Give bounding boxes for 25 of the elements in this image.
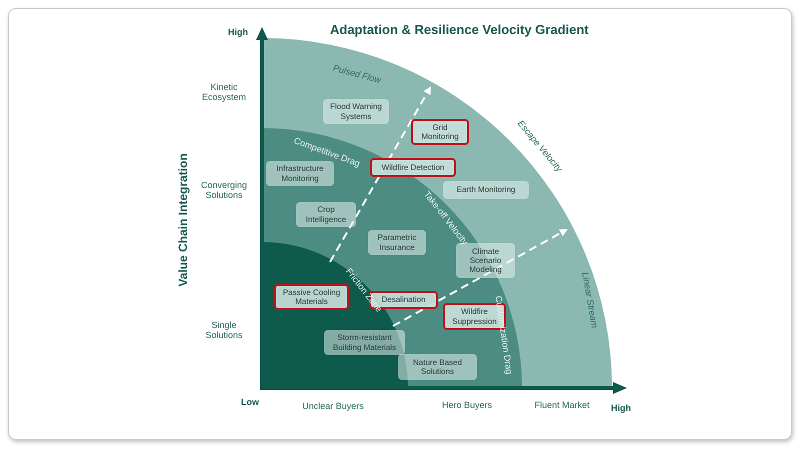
highlighted-box: Wildfire Detection [370,158,456,177]
axis-category-label: Kinetic Ecosystem [200,82,247,102]
diagram-title: Adaptation & Resilience Velocity Gradient [330,22,589,37]
highlighted-box: Grid Monitoring [411,119,469,145]
zone-label: Customization Drag [494,295,514,375]
axis-category-label: Unclear Buyers [301,401,365,411]
solution-box: Nature Based Solutions [398,354,477,380]
axis-category-label: Hero Buyers [440,400,494,410]
zone-label: Linear Stream [580,271,600,329]
axis-category-label: Single Solutions [204,320,244,340]
axis-end-label: High [611,403,631,413]
axis-category-label: Fluent Market [533,400,591,410]
highlighted-box: Passive Cooling Materials [274,284,349,310]
axis-title: Value Chain Integration [176,153,190,287]
axis-category-label: Converging Solutions [200,180,248,200]
solution-box: Crop Intelligence [296,202,356,227]
zone-label: Pulsed Flow [332,62,382,86]
solution-box: Flood Warning Systems [323,99,389,124]
axis-end-label: High [228,27,248,37]
axis-end-label: Low [241,397,259,407]
solution-box: Earth Monitoring [443,181,529,199]
solution-box: Climate Scenario Modeling [456,243,515,278]
solution-box: Storm-resistant Building Materials [324,330,405,355]
solution-box: Parametric Insurance [368,230,426,255]
solution-box: Infrastructure Monitoring [266,161,334,186]
